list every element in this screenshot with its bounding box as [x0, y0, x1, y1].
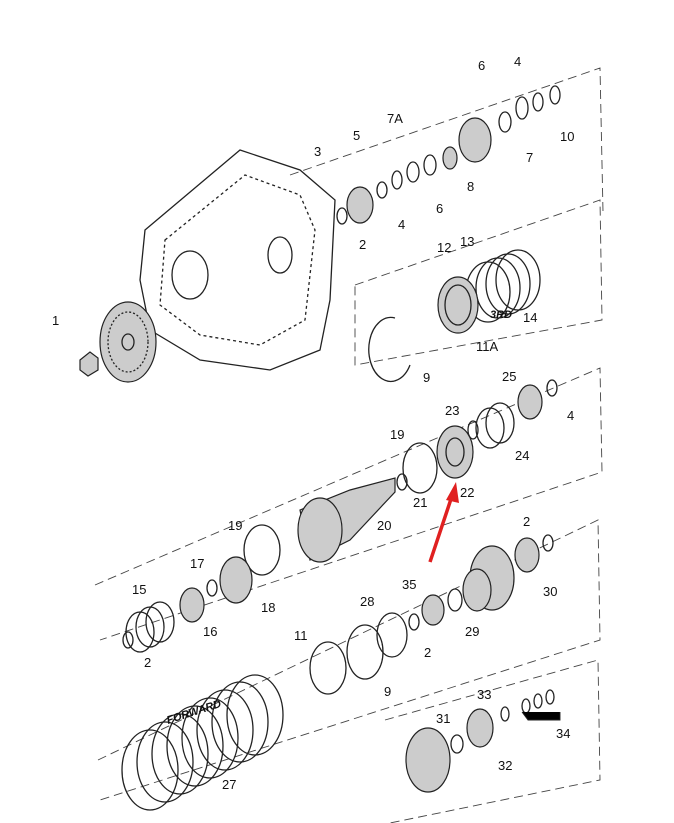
callout-label: 33: [477, 687, 491, 702]
callout-label: 28: [360, 594, 374, 609]
callout-label: 23: [445, 403, 459, 418]
callout-label: 7A: [387, 111, 403, 126]
callout-label: 27: [222, 777, 236, 792]
callout-label: 22: [460, 485, 474, 500]
callout-label: 9: [384, 684, 391, 699]
callout-label: 5: [353, 128, 360, 143]
callout-label: 13: [460, 234, 474, 249]
callout-label: 8: [467, 179, 474, 194]
callout-label: 35: [402, 577, 416, 592]
callout-label: 25: [502, 369, 516, 384]
callout-label: 2: [424, 645, 431, 660]
callout-label: FORWARD: [165, 698, 223, 727]
callout-label: 7: [526, 150, 533, 165]
callout-label: 29: [465, 624, 479, 639]
callout-label: 9: [423, 370, 430, 385]
callout-label: 19: [228, 518, 242, 533]
callout-label: 21: [413, 495, 427, 510]
callout-label: 14: [523, 310, 537, 325]
callout-label: 31: [436, 711, 450, 726]
callout-label: 1: [52, 313, 59, 328]
callout-label: 18: [261, 600, 275, 615]
callout-label: 2: [359, 237, 366, 252]
middle-parts: [122, 379, 558, 653]
callout-label: 20: [377, 518, 391, 533]
callout-label: 4: [398, 217, 405, 232]
callout-label: 4: [567, 408, 574, 423]
lower-parts: [309, 534, 561, 793]
callout-label: 12: [437, 240, 451, 255]
forward-clutch-pack: [121, 674, 284, 811]
callout-label: 2: [144, 655, 151, 670]
drive-gear: [79, 301, 157, 383]
callout-label: 11A: [476, 339, 498, 354]
callout-label: 30: [543, 584, 557, 599]
callout-label: 16: [203, 624, 217, 639]
callout-label: 19: [390, 427, 404, 442]
callout-label: 11: [294, 628, 308, 643]
callout-label: 3: [314, 144, 321, 159]
callout-label: 6: [436, 201, 443, 216]
callout-label: 24: [515, 448, 529, 463]
callout-label: 2: [523, 514, 530, 529]
callout-label: 3RD: [490, 309, 512, 321]
callout-label: 34: [556, 726, 570, 741]
callout-label: 15: [132, 582, 146, 597]
upper-parts: [336, 85, 561, 225]
callout-label: 4: [514, 54, 521, 69]
transmission-case: [139, 149, 336, 371]
panel-outlines: [94, 67, 604, 823]
callout-label: 17: [190, 556, 204, 571]
callout-label: 6: [478, 58, 485, 73]
callout-label: 10: [560, 129, 574, 144]
callout-label: 32: [498, 758, 512, 773]
red-arrow: [428, 482, 459, 563]
third-clutch-pack: [368, 249, 541, 383]
callout-labels: 4 6 7A 10 5 3 7 8 4 6 2 13 12 3RD 14 11A…: [52, 54, 574, 792]
